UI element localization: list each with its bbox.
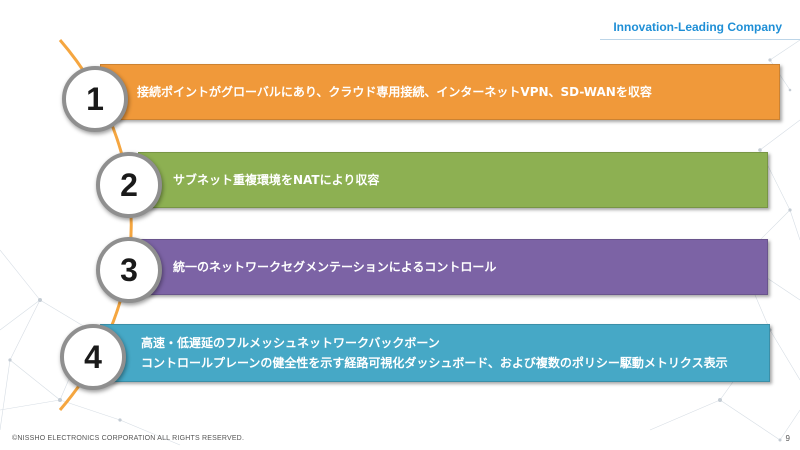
item-bar-4: 高速・低遅延のフルメッシュネットワークバックボーン コントロールプレーンの健全性… (100, 324, 770, 382)
footer-copyright: ©NISSHO ELECTRONICS CORPORATION ALL RIGH… (12, 435, 245, 442)
item-bar-2: サブネット重複環境をNATにより収容 (138, 152, 768, 208)
item-number-badge-2: 2 (96, 152, 162, 218)
header-rule (600, 39, 800, 40)
brand-tagline: Innovation-Leading Company (613, 20, 782, 34)
item-1-number: 1 (86, 80, 104, 117)
item-number-badge-4: 4 (60, 324, 126, 390)
item-4-number: 4 (84, 338, 102, 375)
item-bar-1: 接続ポイントがグローバルにあり、クラウド専用接続、インターネットVPN、SD-W… (100, 64, 780, 120)
item-1-text-line-1: 接続ポイントがグローバルにあり、クラウド専用接続、インターネットVPN、SD-W… (137, 84, 652, 99)
item-3-number: 3 (120, 251, 138, 288)
item-3-text-line-1: 統一のネットワークセグメンテーションによるコントロール (173, 259, 497, 274)
item-bar-3: 統一のネットワークセグメンテーションによるコントロール (138, 239, 768, 295)
item-4-text-line-1: 高速・低遅延のフルメッシュネットワークバックボーン (141, 335, 440, 350)
item-2-text-line-1: サブネット重複環境をNATにより収容 (173, 172, 380, 187)
item-number-badge-3: 3 (96, 237, 162, 303)
page-number: 9 (785, 434, 790, 443)
item-2-number: 2 (120, 166, 138, 203)
item-4-text-line-2: コントロールプレーンの健全性を示す経路可視化ダッシュボード、および複数のポリシー… (141, 356, 728, 370)
item-number-badge-1: 1 (62, 66, 128, 132)
